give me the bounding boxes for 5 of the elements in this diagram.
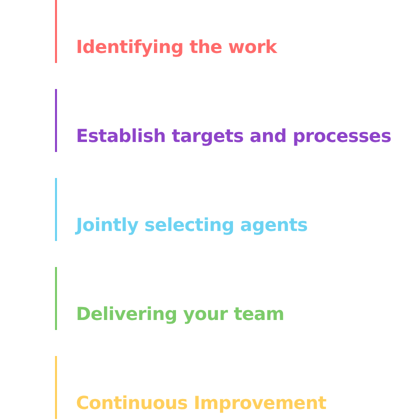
step-title: Jointly selecting agents <box>76 215 308 236</box>
step-title: Delivering your team <box>76 304 284 325</box>
step-title: Continuous Improvement <box>76 393 326 414</box>
step-title: Establish targets and processes <box>76 126 392 147</box>
step-title: Identifying the work <box>76 37 277 58</box>
